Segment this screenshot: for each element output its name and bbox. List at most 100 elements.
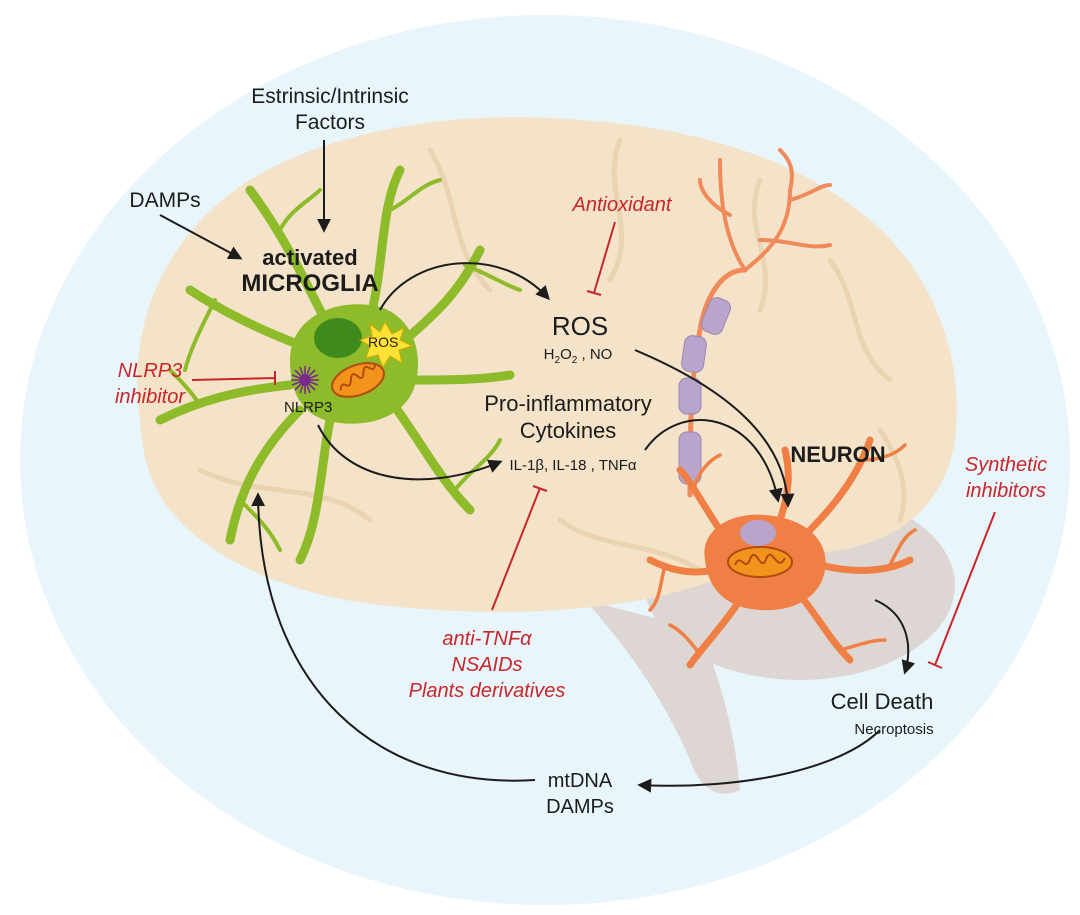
neuron-dendrite: [776, 446, 792, 524]
h2o2-h: H: [543, 346, 555, 363]
neuron-cell: [646, 148, 917, 669]
h2o2-sub2: 2: [571, 355, 578, 366]
mtdna-line: mtDNA: [547, 770, 613, 792]
microglia-process: [155, 380, 295, 425]
microglia-process: [365, 165, 405, 325]
inhibition-synthetic: [927, 511, 996, 669]
microglia-branch: [238, 498, 282, 552]
inhibition-cytokines: [491, 485, 548, 611]
microglia-process: [405, 370, 515, 385]
label-nlrp3-inhibitor: NLRP3 inhibitor: [115, 358, 185, 410]
brain-fold: [427, 147, 493, 293]
mitochondrion: [331, 362, 385, 398]
no-species: , NO: [577, 346, 613, 363]
nsaids-line: NSAIDs: [451, 654, 523, 676]
dendrite-branch: [858, 443, 907, 462]
damps-line: DAMPs: [546, 796, 614, 818]
microglia-branch: [183, 298, 217, 372]
arrow-microglia-to-ros: [379, 262, 550, 311]
label-nlrp3: NLRP3: [284, 399, 333, 416]
label-neuron: NEURON: [790, 442, 886, 467]
microglia-branch: [168, 368, 202, 407]
nlrp3-inflammasome: [291, 366, 319, 394]
label-microglia: MICROGLIA: [241, 270, 379, 297]
nlrp3-inhibitor-line-2: inhibitor: [114, 386, 186, 408]
neuron-dendrite: [806, 436, 874, 534]
microglia-process: [295, 415, 335, 565]
ros-burst: [358, 320, 414, 369]
brain-fold: [557, 517, 703, 573]
neuron-dendrite: [686, 596, 744, 669]
myelin-sheath: [681, 335, 707, 373]
synthetic-line-1: Synthetic: [964, 454, 1048, 476]
dendrite-branch: [668, 623, 702, 657]
microglia-branch: [388, 178, 442, 212]
myelin-sheath: [678, 377, 702, 415]
label-anti-inflammatory-drugs: anti-TNFα NSAIDs Plants derivatives: [409, 626, 566, 704]
arrow-cell-death-to-mtdna: [637, 729, 881, 793]
axon-terminal: [788, 183, 832, 202]
brain-fold: [607, 137, 625, 283]
inhibition-nlrp3: [191, 371, 276, 385]
arrow-ros-to-neuron: [634, 349, 795, 508]
arrow-neuron-to-cell-death: [874, 599, 916, 675]
brain-fold: [877, 427, 907, 523]
label-antioxidant: Antioxidant: [572, 194, 672, 216]
axon-terminal: [758, 238, 832, 249]
microglia-process: [400, 245, 485, 345]
microglia-cell: [155, 165, 522, 565]
cerebrum: [137, 117, 957, 612]
neuron-dendrite: [796, 591, 854, 664]
neuron-mitochondrion-cristae: [734, 553, 786, 566]
dendrite-branch: [693, 453, 722, 487]
cytokines-line-2: Cytokines: [519, 418, 617, 443]
brain-fold: [827, 257, 893, 383]
axon-terminal: [698, 178, 732, 217]
dendrite-branch: [838, 638, 887, 652]
microglia-process: [245, 185, 335, 335]
arrow-cytokines-to-neuron: [644, 419, 783, 503]
inhibition-antioxidant: [586, 221, 616, 296]
h2o2-o: O: [560, 346, 572, 363]
mitochondrion-cristae: [339, 362, 377, 391]
microglia-branch: [463, 263, 522, 292]
neuron-dendrite: [816, 556, 914, 574]
axon-terminal: [778, 148, 794, 192]
label-necroptosis: Necroptosis: [854, 721, 934, 738]
microglia-process: [385, 395, 475, 515]
myelin-sheath: [700, 297, 732, 335]
label-synthetic-inhibitors: Synthetic inhibitors: [965, 452, 1047, 504]
brain-fold: [197, 467, 373, 523]
label-ros-tag: ROS: [368, 334, 399, 350]
label-ros: ROS: [551, 311, 609, 341]
factors-line-2: Factors: [294, 111, 365, 134]
arrow-damps-to-microglia: [159, 214, 243, 260]
dendrite-branch: [888, 528, 917, 567]
neuron-nucleus: [740, 520, 776, 546]
arrow-mtdna-to-microglia: [251, 492, 536, 782]
nlrp3-inhibitor-line-1: NLRP3: [117, 360, 183, 382]
label-cell-death: Cell Death: [830, 689, 934, 714]
microglia-branch: [453, 438, 502, 492]
label-ros-species: H2O2 , NO: [544, 345, 613, 370]
label-activated: activated: [262, 245, 358, 270]
label-estrinsic-intrinsic-factors: Estrinsic/Intrinsic Factors: [251, 84, 409, 136]
label-cytokine-list: IL-1β, IL-18 , TNFα: [509, 457, 637, 474]
anti-tnfa-line: anti-TNFα: [442, 628, 532, 650]
plants-derivatives-line: Plants derivatives: [408, 680, 566, 702]
brain-fold: [751, 177, 769, 313]
synthetic-line-2: inhibitors: [965, 480, 1047, 502]
h2o2-sub1: 2: [554, 355, 561, 366]
factors-line-1: Estrinsic/Intrinsic: [251, 85, 409, 108]
microglia-nucleus: [314, 318, 362, 358]
label-pro-inflammatory-cytokines: Pro-inflammatory Cytokines: [484, 390, 651, 444]
neuron-dendrite: [676, 466, 724, 534]
axon-terminal: [743, 188, 792, 272]
cytokines-line-1: Pro-inflammatory: [484, 391, 652, 416]
microglia-process: [225, 405, 305, 545]
microglia-process: [185, 285, 305, 350]
arrow-microglia-to-cytokines: [317, 424, 503, 481]
dendrite-branch: [648, 563, 667, 612]
